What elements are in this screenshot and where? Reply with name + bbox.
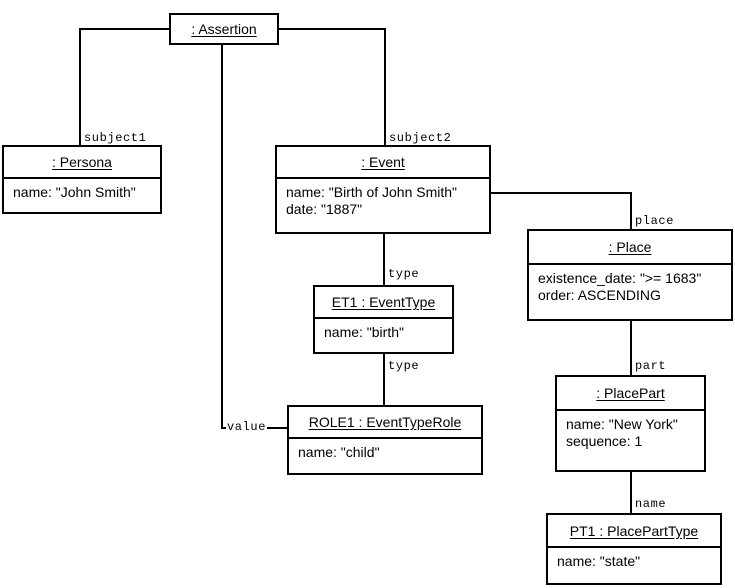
edge-label-value: value bbox=[226, 420, 268, 434]
object-place-title: : Place bbox=[529, 231, 731, 265]
object-event-attributes: name: "Birth of John Smith" date: "1887" bbox=[277, 179, 489, 222]
object-event-type-title: ET1 : EventType bbox=[315, 287, 452, 319]
connector-assertion-subject2-vertical bbox=[384, 28, 386, 146]
edge-label-name: name bbox=[634, 497, 668, 511]
attribute-order: order: ASCENDING bbox=[538, 287, 661, 303]
object-persona-title: : Persona bbox=[4, 147, 160, 179]
object-place-part-type-title: PT1 : PlacePartType bbox=[548, 515, 720, 548]
connector-event-place-vertical bbox=[630, 192, 632, 230]
object-event-type[interactable]: ET1 : EventType name: "birth" bbox=[313, 285, 454, 354]
attribute-name: name: "child" bbox=[298, 444, 380, 460]
attribute-name: name: "John Smith" bbox=[13, 184, 136, 200]
connector-assertion-subject1-horizontal bbox=[79, 28, 169, 30]
object-persona[interactable]: : Persona name: "John Smith" bbox=[2, 145, 162, 214]
attribute-name: name: "Birth of John Smith" bbox=[286, 184, 458, 200]
attribute-name: name: "state" bbox=[557, 553, 641, 569]
attribute-sequence: sequence: 1 bbox=[566, 433, 643, 449]
connector-event-place-horizontal bbox=[489, 192, 632, 194]
object-event-type-role-attributes: name: "child" bbox=[289, 439, 481, 465]
edge-label-subject1: subject1 bbox=[83, 131, 148, 145]
object-event-type-attributes: name: "birth" bbox=[315, 319, 452, 345]
connector-event-type-vertical bbox=[383, 234, 385, 286]
object-event-title: : Event bbox=[277, 147, 489, 179]
edge-label-type-eventtype: type bbox=[387, 359, 421, 373]
connector-assertion-subject1-vertical bbox=[79, 28, 81, 146]
object-place-part-title: : PlacePart bbox=[557, 377, 704, 411]
object-event-type-role[interactable]: ROLE1 : EventTypeRole name: "child" bbox=[287, 405, 483, 475]
object-event[interactable]: : Event name: "Birth of John Smith" date… bbox=[275, 145, 491, 234]
attribute-date: date: "1887" bbox=[286, 201, 363, 217]
edge-label-subject2: subject2 bbox=[388, 131, 453, 145]
object-persona-attributes: name: "John Smith" bbox=[4, 179, 160, 205]
object-place-part[interactable]: : PlacePart name: "New York" sequence: 1 bbox=[555, 375, 706, 472]
object-place[interactable]: : Place existence_date: ">= 1683" order:… bbox=[527, 229, 733, 321]
edge-label-place: place bbox=[634, 214, 676, 228]
connector-assertion-subject2-horizontal bbox=[278, 28, 386, 30]
connector-place-part-vertical bbox=[630, 320, 632, 375]
object-assertion[interactable]: : Assertion bbox=[169, 13, 279, 45]
connector-placepart-name-vertical bbox=[630, 471, 632, 514]
object-event-type-role-title: ROLE1 : EventTypeRole bbox=[289, 407, 481, 439]
connector-eventtype-type-vertical bbox=[383, 353, 385, 406]
attribute-name: name: "New York" bbox=[566, 416, 678, 432]
connector-assertion-value-vertical bbox=[221, 43, 223, 429]
object-place-part-type[interactable]: PT1 : PlacePartType name: "state" bbox=[546, 513, 722, 585]
object-assertion-title: : Assertion bbox=[191, 21, 257, 37]
object-place-part-type-attributes: name: "state" bbox=[548, 548, 720, 574]
edge-label-part: part bbox=[634, 359, 668, 373]
edge-label-type-event: type bbox=[387, 267, 421, 281]
object-place-attributes: existence_date: ">= 1683" order: ASCENDI… bbox=[529, 265, 731, 308]
object-place-part-attributes: name: "New York" sequence: 1 bbox=[557, 411, 704, 454]
attribute-existence-date: existence_date: ">= 1683" bbox=[538, 270, 702, 286]
attribute-name: name: "birth" bbox=[324, 324, 404, 340]
